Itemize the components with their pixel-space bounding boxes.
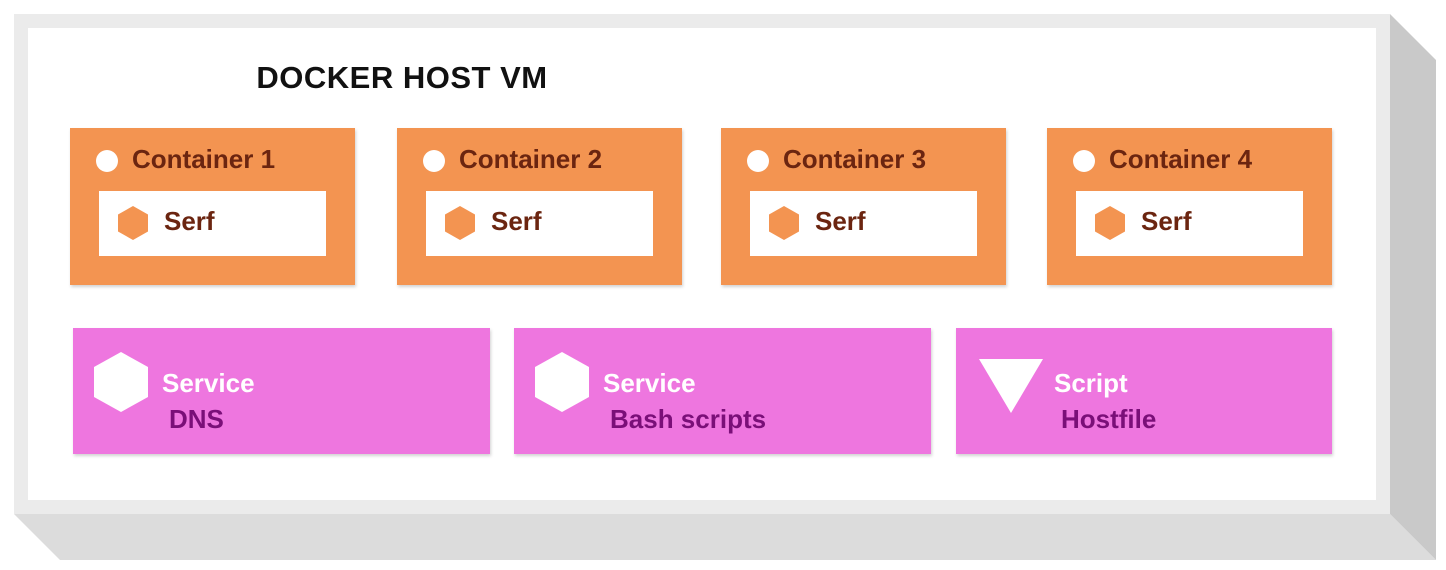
host-slab-bottom-face: [14, 514, 1436, 560]
serf-agent-box: Serf: [99, 191, 326, 256]
serf-agent-box: Serf: [750, 191, 977, 256]
serf-agent-box: Serf: [426, 191, 653, 256]
container-label: Container 1: [132, 144, 276, 174]
hexagon-icon: [1095, 206, 1125, 240]
host-slab-right-face: [1390, 14, 1436, 560]
container-dot-icon: [747, 150, 769, 172]
script-hostfile: Script Hostfile: [956, 328, 1332, 454]
container-3: Container 3 Serf: [721, 128, 1006, 285]
hexagon-icon: [118, 206, 148, 240]
diagram-title: DOCKER HOST VM: [256, 60, 548, 95]
service-name-label: DNS: [169, 404, 224, 434]
container-dot-icon: [1073, 150, 1095, 172]
serf-agent-box: Serf: [1076, 191, 1303, 256]
container-label: Container 4: [1109, 144, 1253, 174]
container-4: Container 4 Serf: [1047, 128, 1332, 285]
script-type-label: Script: [1054, 368, 1128, 398]
service-type-label: Service: [162, 368, 255, 398]
container-dot-icon: [423, 150, 445, 172]
serf-label: Serf: [1141, 206, 1192, 236]
container-label: Container 2: [459, 144, 603, 174]
triangle-down-icon: [979, 359, 1043, 413]
hexagon-icon: [535, 352, 589, 412]
serf-label: Serf: [815, 206, 866, 236]
container-dot-icon: [96, 150, 118, 172]
script-name-label: Hostfile: [1061, 404, 1157, 434]
hexagon-icon: [445, 206, 475, 240]
hexagon-icon: [94, 352, 148, 412]
service-bash-scripts: Service Bash scripts: [514, 328, 931, 454]
service-dns: Service DNS: [73, 328, 490, 454]
hexagon-icon: [769, 206, 799, 240]
container-2: Container 2 Serf: [397, 128, 682, 285]
serf-label: Serf: [164, 206, 215, 236]
service-type-label: Service: [603, 368, 696, 398]
serf-label: Serf: [491, 206, 542, 236]
container-label: Container 3: [783, 144, 927, 174]
service-name-label: Bash scripts: [610, 404, 767, 434]
container-1: Container 1 Serf: [70, 128, 355, 285]
